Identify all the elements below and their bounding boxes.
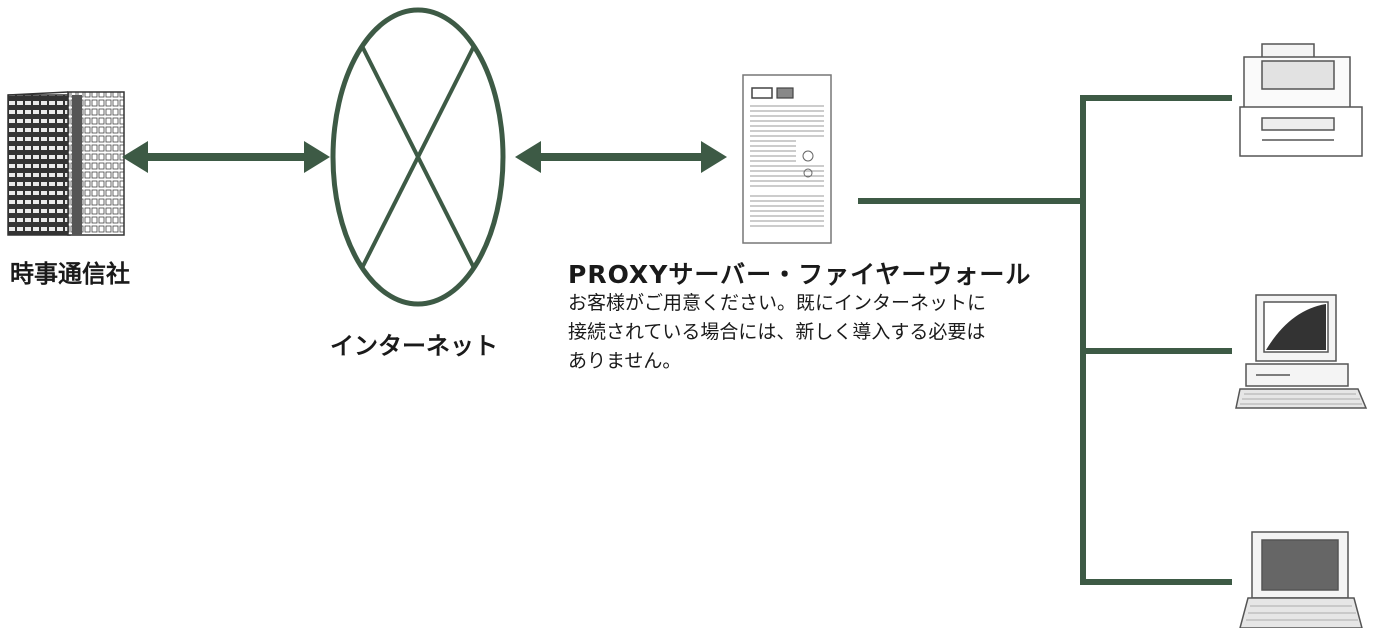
double-arrow-internet-proxy [515,141,727,173]
server-tower-icon [742,74,832,244]
laptop-computer-icon [1239,531,1363,628]
lan-connector [858,95,1232,585]
proxy-description: お客様がご用意ください。既にインターネットに 接続されている場合には、新しく導入… [568,289,1058,376]
proxy-description-line: 接続されている場合には、新しく導入する必要は [568,321,986,343]
printer-icon [1239,43,1363,157]
network-cloud-icon [330,7,506,307]
desktop-computer-icon [1235,294,1368,409]
proxy-description-line: ありません。 [568,350,682,372]
office-building-icon [7,91,125,236]
internet-label: インターネット [330,332,498,360]
double-arrow-company-internet [122,141,330,173]
company-label: 時事通信社 [10,260,130,288]
proxy-label: PROXYサーバー・ファイヤーウォール [568,260,1032,289]
proxy-description-line: お客様がご用意ください。既にインターネットに [568,292,987,314]
